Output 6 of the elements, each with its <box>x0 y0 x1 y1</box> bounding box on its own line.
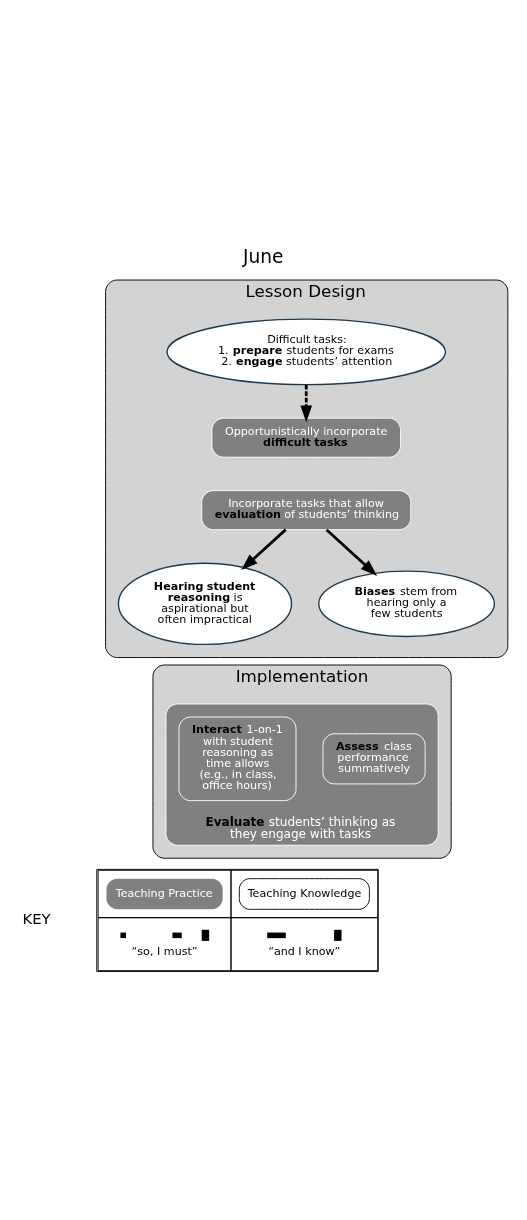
legend-label: “and I know” <box>268 945 341 959</box>
legend-label: “so, I must” <box>131 945 198 959</box>
legend-label: Teaching Practice <box>115 886 213 900</box>
diagram-title: June <box>243 246 284 268</box>
label: KEY <box>22 910 51 928</box>
legend-label: Teaching Knowledge <box>247 886 362 900</box>
